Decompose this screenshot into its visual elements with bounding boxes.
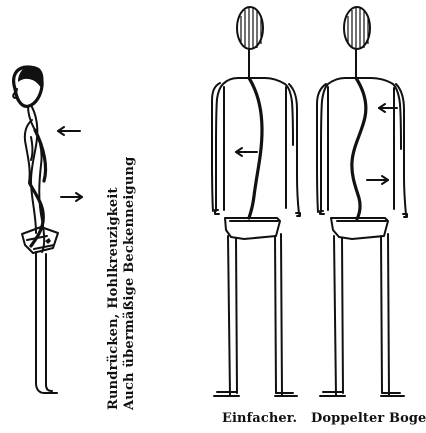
side-view-arrows <box>58 127 82 201</box>
double-curve-figure <box>317 7 407 396</box>
side-view-body <box>22 106 58 393</box>
double-curve-head <box>344 7 370 49</box>
side-view-caption-line-1: Rundrücken, Hohlkreuzigkeit <box>106 170 122 410</box>
single-curve-pelvis-and-legs <box>214 218 297 396</box>
side-view-head <box>13 66 43 107</box>
double-curve-arrows <box>367 104 397 184</box>
side-view-caption: Rundrücken, Hohlkreuzigkeit Auch übermäß… <box>106 170 138 410</box>
side-view-caption-line-2: Auch übermäßige Beckenneigung <box>122 170 138 410</box>
single-curve-head <box>237 7 263 49</box>
side-view-figure <box>13 66 82 393</box>
double-curve-pelvis-and-legs <box>320 218 404 396</box>
single-curve-label: Einfacher. <box>222 411 297 426</box>
single-curve-arrow <box>236 148 257 156</box>
double-curve-torso <box>317 49 407 219</box>
single-curve-figure <box>212 7 300 396</box>
single-curve-torso <box>212 49 300 218</box>
double-curve-label: Doppelter Bogen <box>311 411 426 426</box>
